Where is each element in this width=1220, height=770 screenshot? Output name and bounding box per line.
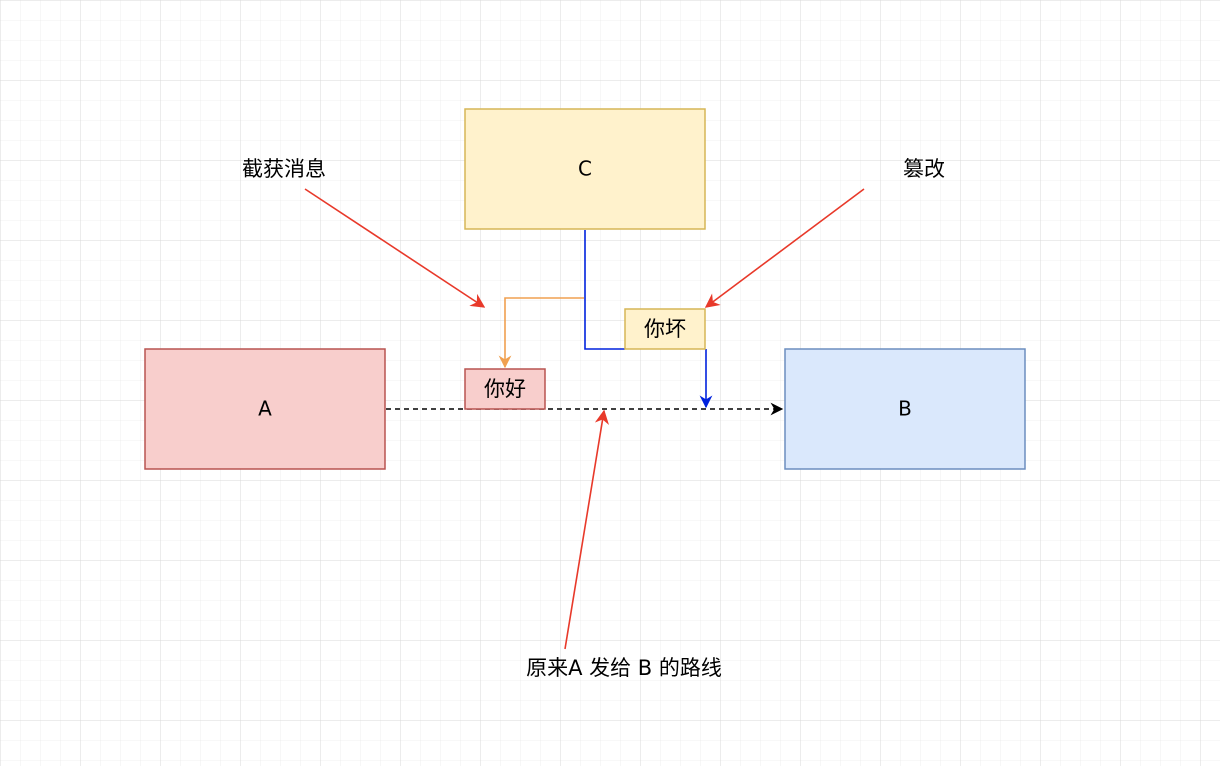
message-hello[interactable]: 你好 — [464, 368, 546, 410]
node-b[interactable]: B — [784, 348, 1026, 470]
edge-c-to-tamper — [584, 230, 625, 350]
node-c-label: C — [578, 157, 592, 181]
annotation-arrow-original-route — [564, 409, 610, 650]
node-c[interactable]: C — [464, 108, 706, 230]
node-b-label: B — [898, 397, 912, 421]
annotation-arrow-tamper — [704, 188, 865, 308]
node-a-label: A — [258, 397, 272, 421]
annotation-tamper: 篡改 — [903, 157, 945, 181]
annotation-arrow-intercept — [304, 188, 486, 308]
node-a[interactable]: A — [144, 348, 386, 470]
edge-intercept-path — [498, 297, 584, 369]
message-bad-label: 你坏 — [644, 317, 686, 341]
message-hello-label: 你好 — [484, 377, 526, 401]
message-bad[interactable]: 你坏 — [624, 308, 706, 350]
annotation-original-route: 原来A 发给 B 的路线 — [526, 656, 722, 680]
annotation-intercept: 截获消息 — [242, 157, 326, 181]
